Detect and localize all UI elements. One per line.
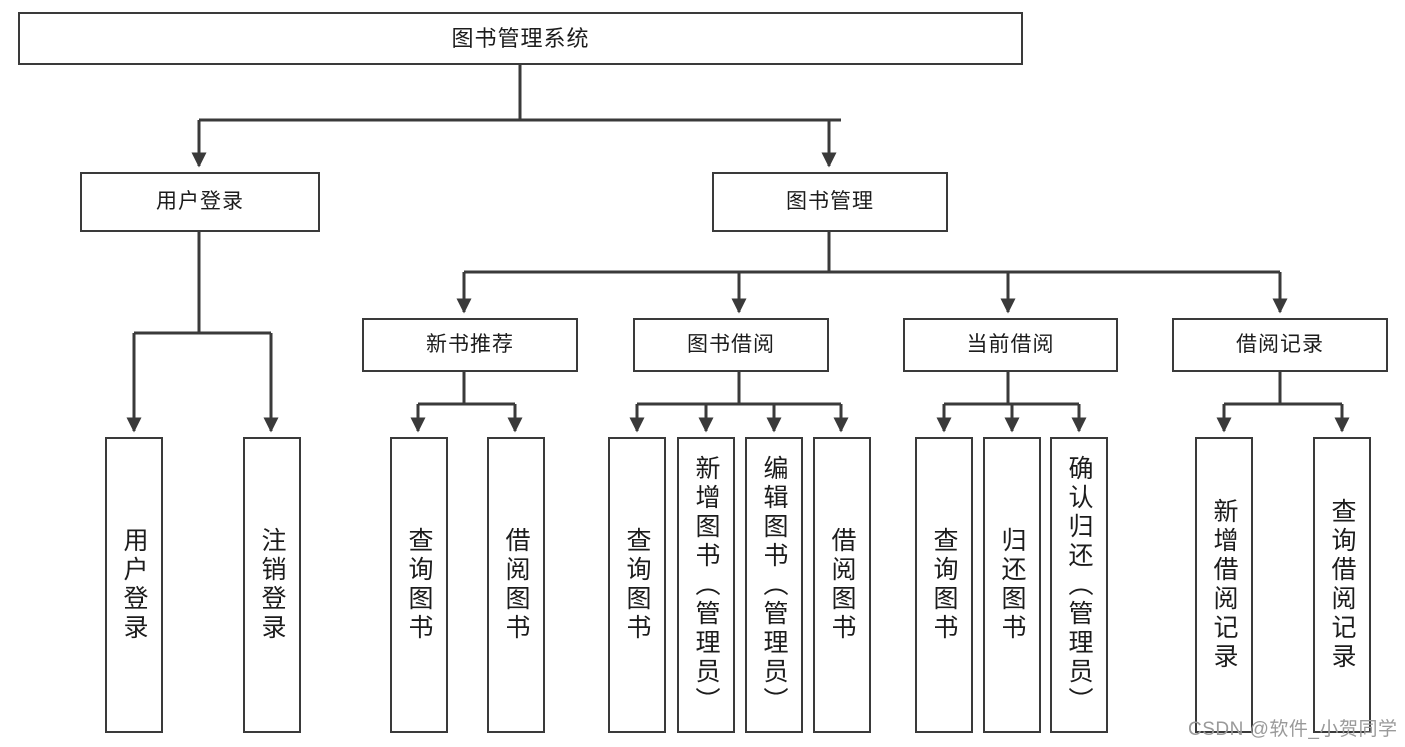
node-leaf-add-book-label: 新增图书（管理员） — [692, 454, 720, 716]
node-book-borrow[interactable]: 图书借阅 — [633, 318, 829, 372]
node-leaf-query-book-borrow[interactable]: 查询图书 — [608, 437, 666, 733]
node-leaf-logout-login[interactable]: 注销登录 — [243, 437, 301, 733]
node-borrow-record-label: 借阅记录 — [1236, 332, 1324, 356]
csdn-watermark: CSDN @软件_小贺同学 — [1188, 719, 1398, 740]
node-leaf-return-book[interactable]: 归还图书 — [983, 437, 1041, 733]
node-leaf-return-book-label: 归还图书 — [998, 527, 1026, 643]
node-leaf-edit-book-label: 编辑图书（管理员） — [760, 454, 788, 716]
node-root[interactable]: 图书管理系统 — [18, 12, 1023, 65]
node-leaf-confirm-return[interactable]: 确认归还（管理员） — [1050, 437, 1108, 733]
node-leaf-borrow-book[interactable]: 借阅图书 — [813, 437, 871, 733]
node-leaf-edit-book[interactable]: 编辑图书（管理员） — [745, 437, 803, 733]
node-user-login[interactable]: 用户登录 — [80, 172, 320, 232]
node-leaf-query-book-current-label: 查询图书 — [930, 527, 958, 643]
node-new-book-recommend[interactable]: 新书推荐 — [362, 318, 578, 372]
node-leaf-query-borrow-record-label: 查询借阅记录 — [1328, 498, 1356, 672]
node-book-borrow-label: 图书借阅 — [687, 332, 775, 356]
node-leaf-user-login-label: 用户登录 — [120, 527, 148, 643]
node-leaf-query-book-rec-label: 查询图书 — [405, 527, 433, 643]
node-current-borrow[interactable]: 当前借阅 — [903, 318, 1118, 372]
node-root-label: 图书管理系统 — [451, 25, 590, 51]
node-new-book-recommend-label: 新书推荐 — [426, 332, 514, 356]
node-leaf-add-book[interactable]: 新增图书（管理员） — [677, 437, 735, 733]
node-leaf-borrow-book-label: 借阅图书 — [828, 527, 856, 643]
node-user-login-label: 用户登录 — [156, 189, 244, 213]
node-leaf-confirm-return-label: 确认归还（管理员） — [1065, 454, 1093, 716]
node-current-borrow-label: 当前借阅 — [966, 332, 1055, 356]
node-leaf-borrow-book-rec-label: 借阅图书 — [502, 527, 530, 643]
node-leaf-query-borrow-record[interactable]: 查询借阅记录 — [1313, 437, 1371, 733]
node-leaf-user-login[interactable]: 用户登录 — [105, 437, 163, 733]
node-leaf-query-book-current[interactable]: 查询图书 — [915, 437, 973, 733]
node-leaf-add-borrow-record-label: 新增借阅记录 — [1210, 498, 1238, 672]
node-leaf-query-book-borrow-label: 查询图书 — [623, 527, 651, 643]
node-leaf-logout-login-label: 注销登录 — [258, 527, 286, 643]
node-leaf-add-borrow-record[interactable]: 新增借阅记录 — [1195, 437, 1253, 733]
node-book-manage[interactable]: 图书管理 — [712, 172, 948, 232]
node-leaf-query-book-rec[interactable]: 查询图书 — [390, 437, 448, 733]
node-leaf-borrow-book-rec[interactable]: 借阅图书 — [487, 437, 545, 733]
node-borrow-record[interactable]: 借阅记录 — [1172, 318, 1388, 372]
node-book-manage-label: 图书管理 — [786, 189, 874, 213]
